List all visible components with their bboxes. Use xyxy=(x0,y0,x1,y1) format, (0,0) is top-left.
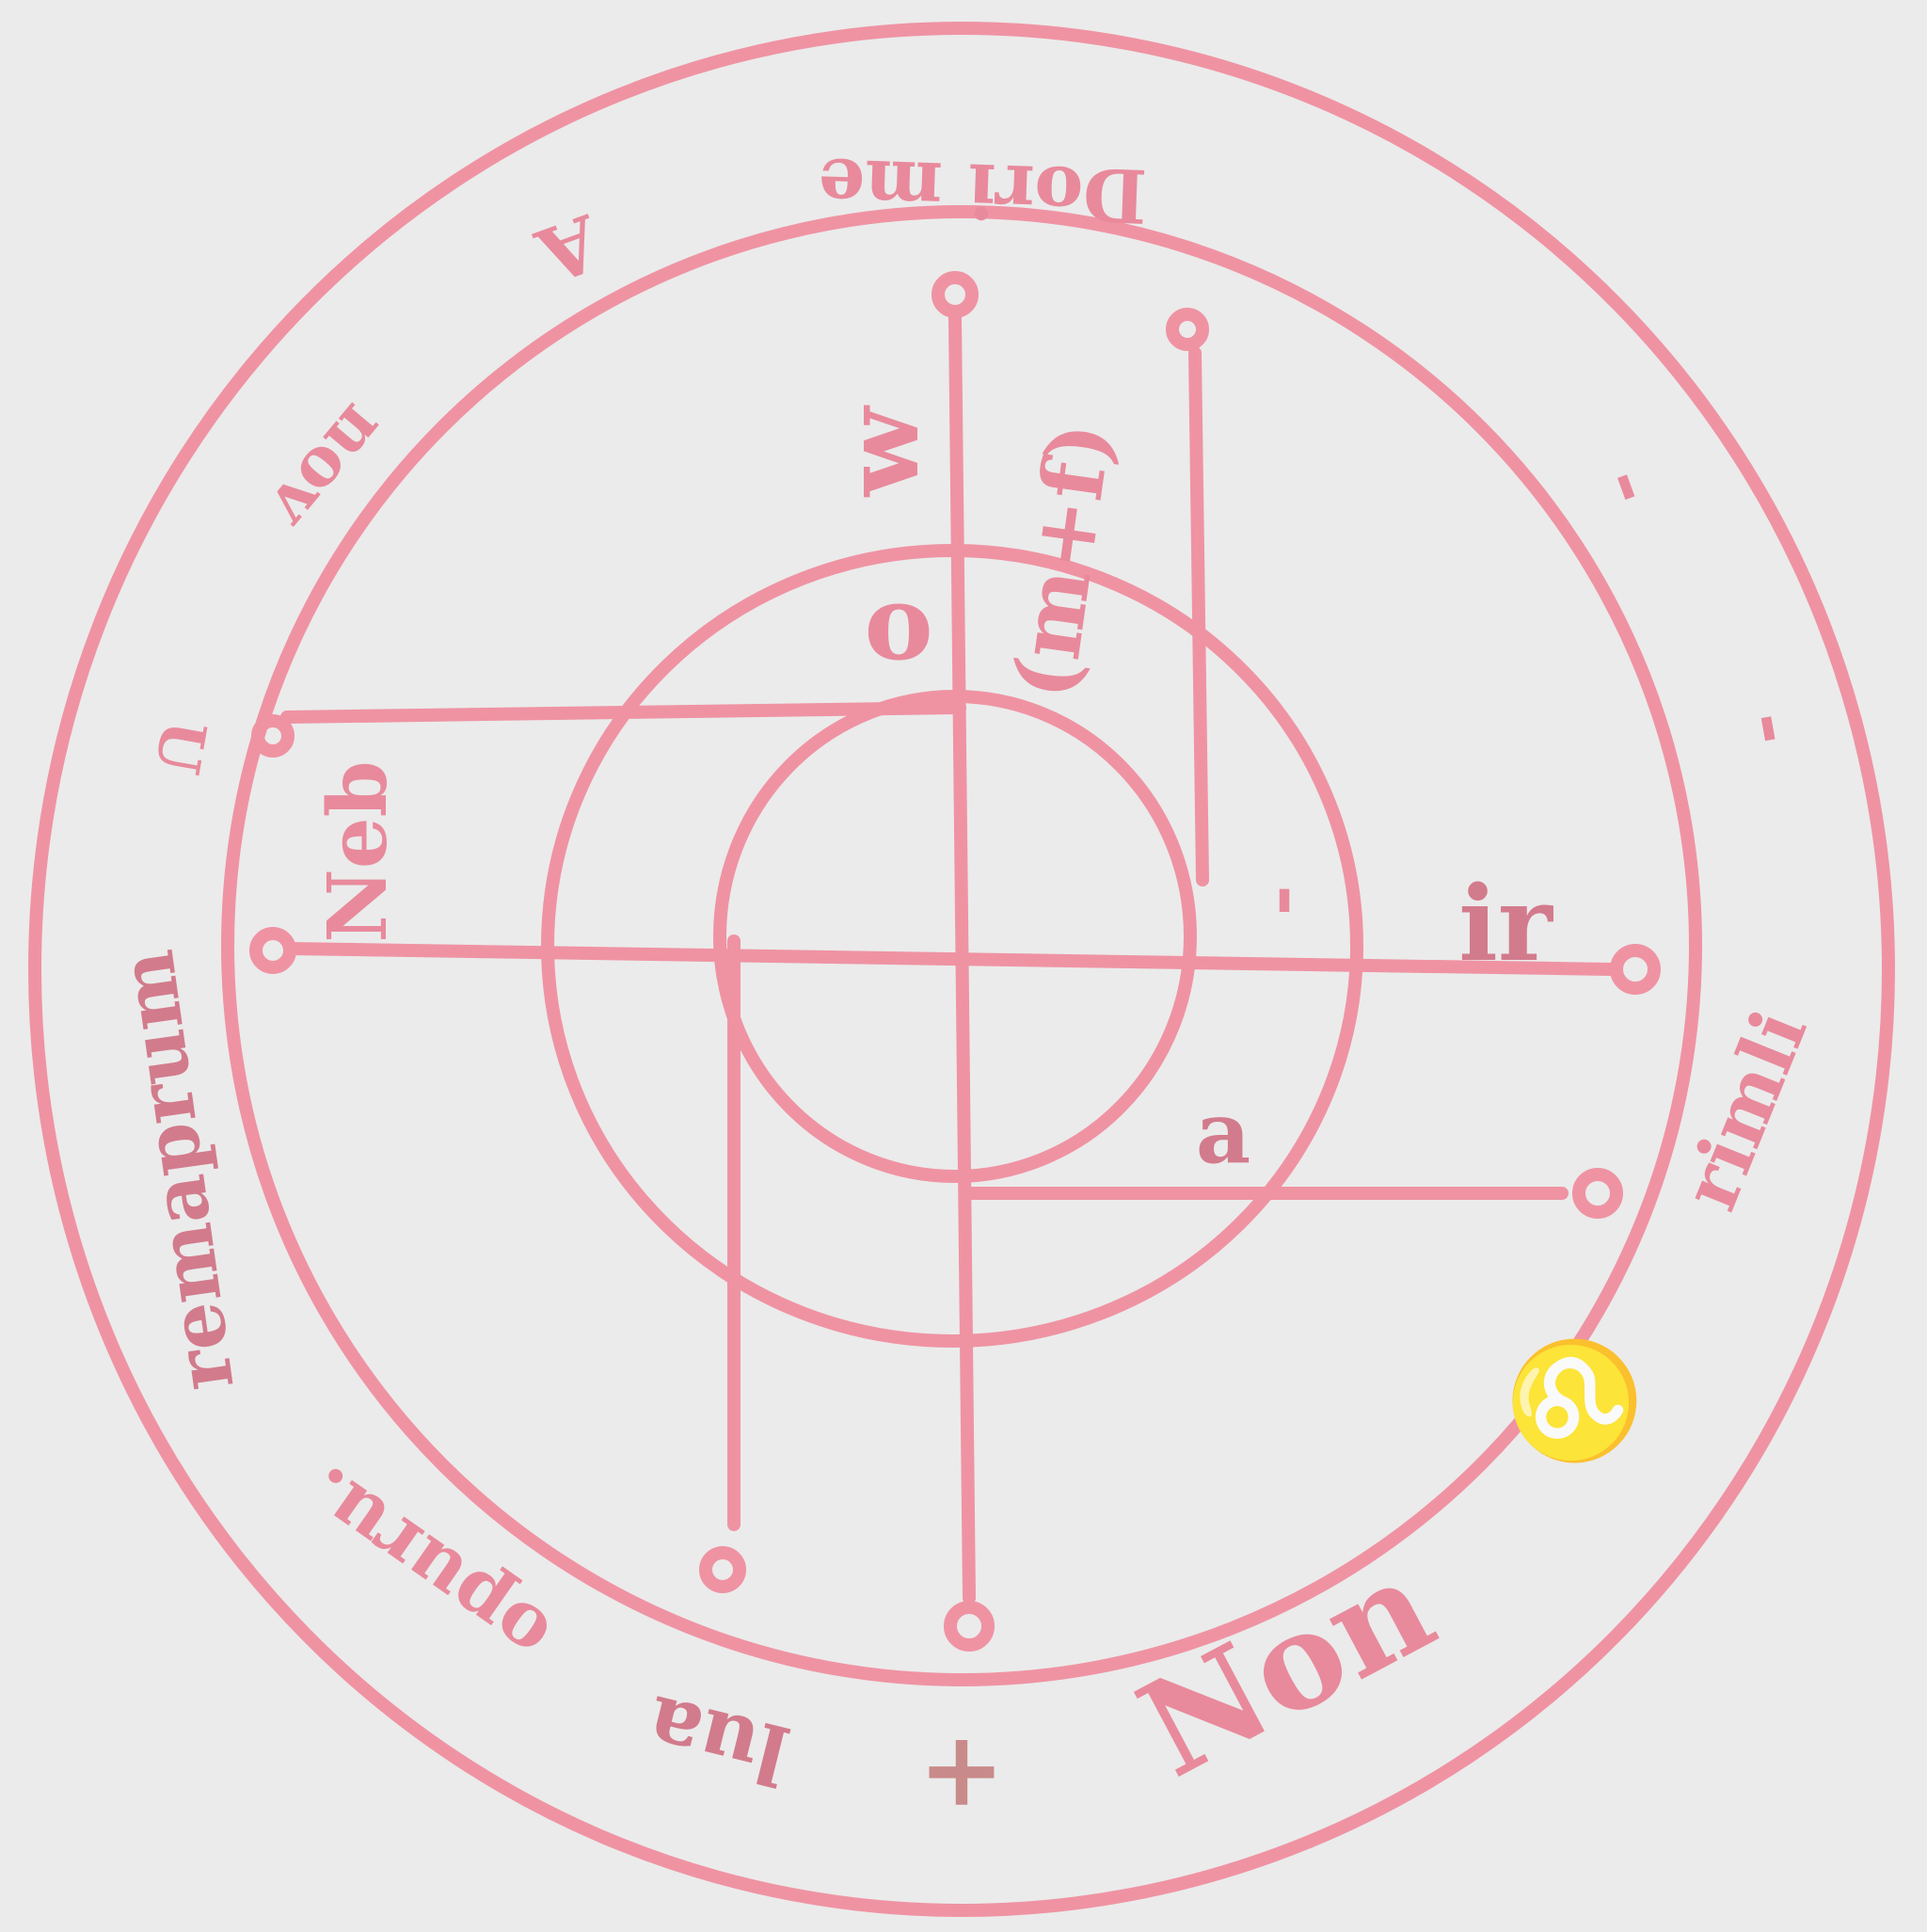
word-non: Non xyxy=(1116,1528,1457,1808)
word-ir: ir xyxy=(1458,863,1554,984)
word-leo-sign: ♌ xyxy=(1478,1304,1671,1496)
terminal-left xyxy=(249,927,296,974)
terminal-bottom xyxy=(944,1601,995,1652)
word-a-inner: a xyxy=(1196,1083,1250,1183)
horizontal-axis-line xyxy=(283,942,1617,976)
word-lua: lua xyxy=(637,1676,798,1803)
word-a-top: A xyxy=(525,197,612,300)
word-dash-lower: - xyxy=(1728,705,1820,751)
word-o-inner: o xyxy=(864,562,932,683)
terminal-lower-left xyxy=(699,1546,746,1593)
outer-ring xyxy=(28,22,1895,1917)
terminal-lower-right xyxy=(1572,1168,1623,1219)
word-dorime: Dori me xyxy=(817,141,1149,238)
word-opuru: opuru. xyxy=(288,1449,566,1682)
word-dash-upper: - xyxy=(1585,455,1679,515)
word-u: U xyxy=(140,715,219,779)
word-cross: + xyxy=(918,1708,1005,1829)
middle-ring xyxy=(221,205,1702,1686)
word-mtf: (m+f) xyxy=(994,416,1131,704)
terminal-left-upper xyxy=(251,714,295,758)
word-nov: nov xyxy=(254,391,403,546)
inner-ring xyxy=(541,544,1363,1348)
upper-right-branch xyxy=(1188,346,1209,886)
terminal-upper-right xyxy=(1166,308,1209,351)
upper-left-branch xyxy=(280,701,966,724)
word-sigil-w: w xyxy=(820,405,942,497)
terminal-top xyxy=(932,271,979,318)
terminal-right xyxy=(1610,944,1661,995)
word-tick: ' xyxy=(1271,871,1298,971)
word-neb: Neb xyxy=(311,760,406,942)
